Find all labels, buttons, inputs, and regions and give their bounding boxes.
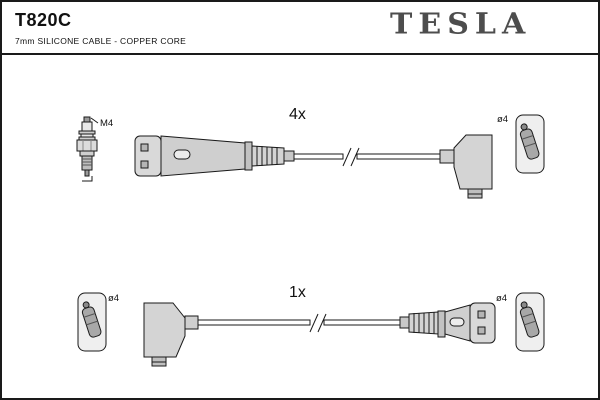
terminal-icon-top-right <box>515 114 545 174</box>
header: T820C 7mm SILICONE CABLE - COPPER CORE T… <box>2 2 598 55</box>
terminal-icon-bottom-right <box>515 292 545 352</box>
straight-boot-top <box>134 135 295 177</box>
straight-boot-bottom <box>399 302 496 344</box>
cable-kit-diagram: M4 4x <box>76 106 545 367</box>
angle-boot-top <box>439 134 493 199</box>
terminal-label-bottom-left: ø4 <box>108 293 119 304</box>
angle-boot-bottom <box>143 302 199 367</box>
terminal-label-bottom-right: ø4 <box>496 293 507 304</box>
tesla-logo: TESLA <box>390 7 532 42</box>
part-number: T820C <box>15 10 72 30</box>
cable-bottom <box>197 313 401 333</box>
cable-top <box>293 147 441 167</box>
spark-plug-leader-line <box>90 117 99 124</box>
cable-description: 7mm SILICONE CABLE - COPPER CORE <box>15 36 187 46</box>
quantity-label-bottom: 1x <box>289 284 306 301</box>
terminal-label-top-right: ø4 <box>497 114 508 125</box>
spark-plug-thread-label: M4 <box>100 118 113 129</box>
quantity-label-top: 4x <box>289 106 306 123</box>
terminal-icon-bottom-left <box>77 292 107 352</box>
spark-plug-icon <box>76 116 98 182</box>
